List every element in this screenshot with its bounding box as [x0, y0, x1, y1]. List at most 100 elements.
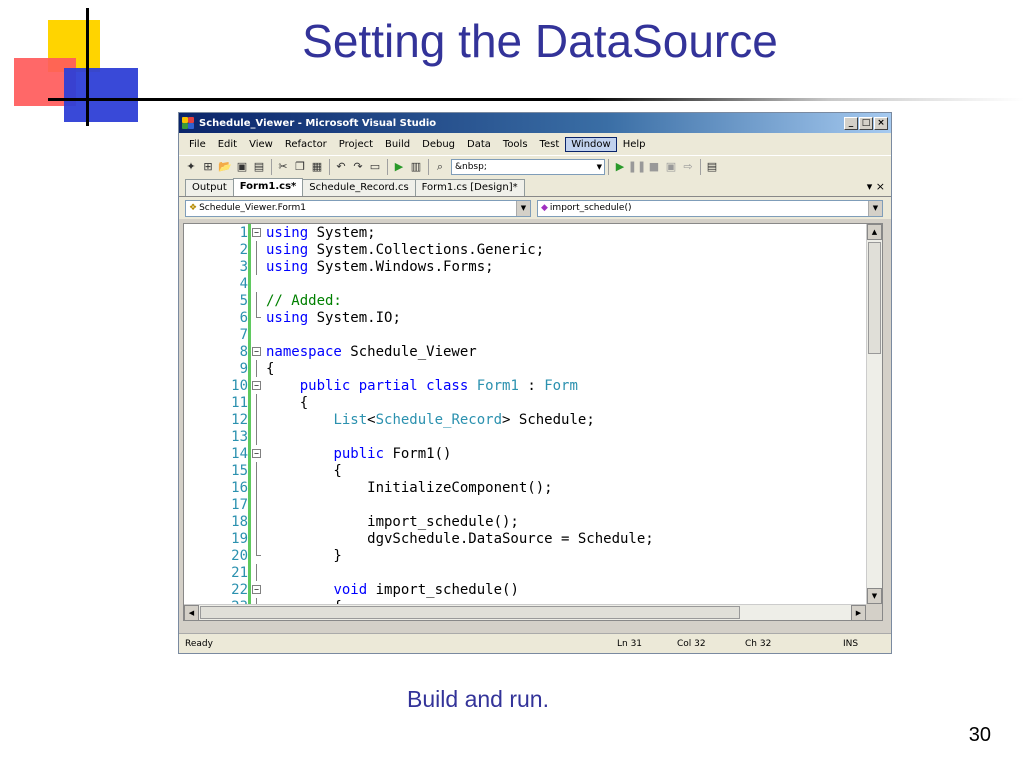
code-line[interactable]: 7: [184, 326, 866, 343]
code-text: // Added:: [264, 293, 342, 309]
tab-form1-cs[interactable]: Form1.cs*: [232, 178, 304, 196]
menu-build[interactable]: Build: [385, 138, 411, 150]
code-line[interactable]: 9{: [184, 360, 866, 377]
copy-icon[interactable]: ❐: [295, 160, 305, 173]
line-number: 18: [231, 513, 248, 530]
code-line[interactable]: 17: [184, 496, 866, 513]
menu-file[interactable]: File: [189, 138, 206, 150]
code-line[interactable]: 11 {: [184, 394, 866, 411]
code-line[interactable]: 10− public partial class Form1 : Form: [184, 377, 866, 394]
code-line[interactable]: 23 {: [184, 598, 866, 604]
find-combo[interactable]: &nbsp; ▼: [451, 158, 605, 175]
code-line[interactable]: 13: [184, 428, 866, 445]
step-icon[interactable]: ⇨: [683, 160, 693, 173]
code-line[interactable]: 22− void import_schedule(): [184, 581, 866, 598]
code-line[interactable]: 21: [184, 564, 866, 581]
status-column: Col 32: [677, 639, 706, 649]
find-in-files-icon[interactable]: ⌕: [436, 159, 444, 173]
maximize-button[interactable]: □: [859, 116, 873, 130]
code-token: Schedule_Record: [375, 411, 503, 428]
outline-line: [256, 292, 257, 309]
menu-view[interactable]: View: [249, 138, 273, 150]
minimize-button[interactable]: _: [844, 116, 858, 130]
collapse-icon[interactable]: −: [252, 228, 261, 237]
tab-output[interactable]: Output: [185, 179, 234, 196]
solution-config-icon[interactable]: ▥: [410, 160, 422, 173]
window-layout-icon[interactable]: ▤: [706, 160, 718, 173]
change-marker: [248, 530, 251, 547]
outline-line: [256, 598, 257, 604]
play-icon[interactable]: ▶: [615, 160, 625, 173]
class-combo[interactable]: ❖ Schedule_Viewer.Form1 ▼: [185, 199, 531, 217]
menu-window[interactable]: Window: [565, 136, 617, 152]
horizontal-scroll-thumb[interactable]: [200, 606, 740, 619]
collapse-icon[interactable]: −: [252, 585, 261, 594]
open-file-icon[interactable]: 📂: [218, 160, 232, 173]
code-line[interactable]: 1−using System;: [184, 224, 866, 241]
scroll-left-icon[interactable]: ◀: [184, 605, 199, 620]
dropdown-arrow-icon[interactable]: ▼: [868, 200, 882, 216]
scroll-down-icon[interactable]: ▼: [867, 588, 882, 604]
code-line[interactable]: 5// Added:: [184, 292, 866, 309]
code-token: {: [266, 394, 309, 411]
scroll-up-icon[interactable]: ▲: [867, 224, 882, 240]
tab-schedule-record-cs[interactable]: Schedule_Record.cs: [302, 179, 416, 196]
menu-help[interactable]: Help: [622, 138, 646, 150]
menu-project[interactable]: Project: [338, 138, 374, 150]
member-combo[interactable]: ◆ import_schedule() ▼: [537, 199, 883, 217]
outline-gutter: −: [248, 581, 264, 598]
menu-tools[interactable]: Tools: [502, 138, 528, 150]
collapse-icon[interactable]: −: [252, 381, 261, 390]
paste-icon[interactable]: ▦: [311, 160, 323, 173]
menu-edit[interactable]: Edit: [217, 138, 238, 150]
pause-icon[interactable]: ❚❚: [627, 160, 647, 173]
code-token: {: [266, 360, 275, 377]
collapse-icon[interactable]: −: [252, 347, 261, 356]
menu-test[interactable]: Test: [539, 138, 560, 150]
code-line[interactable]: 20 }: [184, 547, 866, 564]
stop-icon[interactable]: ■: [648, 160, 660, 173]
toolbar-separator: [329, 158, 330, 175]
menu-debug[interactable]: Debug: [422, 138, 456, 150]
save-all-icon[interactable]: ▤: [253, 160, 265, 173]
code-line[interactable]: 14− public Form1(): [184, 445, 866, 462]
redo-icon[interactable]: ↷: [353, 160, 363, 173]
restart-icon[interactable]: ▣: [665, 160, 677, 173]
scroll-right-icon[interactable]: ▶: [851, 605, 866, 620]
close-button[interactable]: ×: [874, 116, 888, 130]
horizontal-scrollbar[interactable]: ◀ ▶: [184, 604, 866, 620]
code-token: dgvSchedule.DataSource = Schedule;: [266, 530, 654, 547]
dropdown-arrow-icon[interactable]: ▼: [516, 200, 530, 216]
code-line[interactable]: 19 dgvSchedule.DataSource = Schedule;: [184, 530, 866, 547]
add-item-icon[interactable]: ⊞: [203, 160, 213, 173]
tab-controls[interactable]: ▾ ×: [866, 180, 885, 193]
code-line[interactable]: 18 import_schedule();: [184, 513, 866, 530]
collapse-icon[interactable]: −: [252, 449, 261, 458]
cut-icon[interactable]: ✂: [278, 160, 288, 173]
change-marker: [248, 445, 251, 462]
start-debugging-icon[interactable]: ▶: [394, 160, 404, 173]
undo-icon[interactable]: ↶: [336, 160, 346, 173]
code-line[interactable]: 16 InitializeComponent();: [184, 479, 866, 496]
save-icon[interactable]: ▣: [236, 160, 248, 173]
dropdown-arrow-icon[interactable]: ▼: [596, 162, 602, 171]
code-line[interactable]: 4: [184, 275, 866, 292]
code-line[interactable]: 8−namespace Schedule_Viewer: [184, 343, 866, 360]
code-text: List<Schedule_Record> Schedule;: [264, 411, 594, 428]
navigate-icon[interactable]: ▭: [369, 160, 381, 173]
code-token: System.Collections.Generic;: [308, 241, 545, 258]
window-titlebar[interactable]: Schedule_Viewer - Microsoft Visual Studi…: [179, 113, 891, 133]
menu-data[interactable]: Data: [467, 138, 491, 150]
code-line[interactable]: 12 List<Schedule_Record> Schedule;: [184, 411, 866, 428]
menu-refactor[interactable]: Refactor: [284, 138, 327, 150]
vertical-scrollbar[interactable]: ▲ ▼: [866, 224, 882, 604]
vertical-scroll-thumb[interactable]: [868, 242, 881, 354]
new-project-icon[interactable]: ✦: [186, 160, 196, 173]
tab-form1-design[interactable]: Form1.cs [Design]*: [414, 179, 525, 196]
code-line[interactable]: 15 {: [184, 462, 866, 479]
